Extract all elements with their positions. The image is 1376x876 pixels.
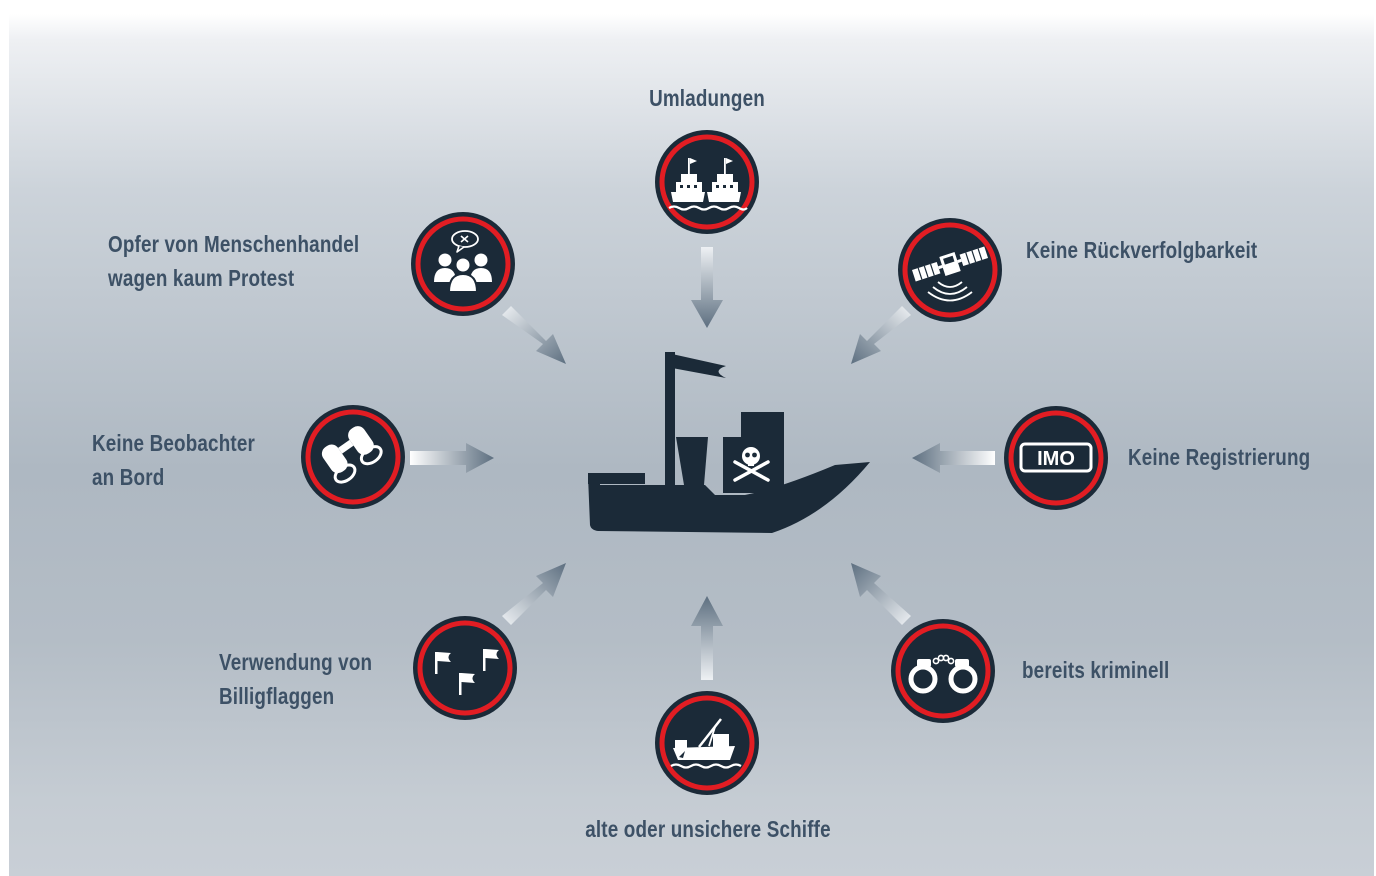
imo-icon: IMO xyxy=(1008,410,1104,506)
factor-label-bottom-right: bereits kriminell xyxy=(1022,657,1170,683)
arrow-right xyxy=(912,443,995,473)
factor-label-left-line1: Keine Beobachter xyxy=(92,430,255,456)
factor-label-left-line2: an Bord xyxy=(92,464,165,490)
protest-people-icon xyxy=(415,216,511,312)
factor-label-left: Keine Beobachter an Bord xyxy=(92,426,255,494)
factor-label-top-left: Opfer von Menschenhandel wagen kaum Prot… xyxy=(108,227,359,295)
arrow-top-left xyxy=(502,306,566,364)
factor-badge-top-left xyxy=(411,212,515,316)
old-ship-icon xyxy=(659,695,755,791)
factor-label-bottom-left-line1: Verwendung von xyxy=(219,649,373,675)
flags-icon xyxy=(417,620,513,716)
factor-label-top-left-line1: Opfer von Menschenhandel xyxy=(108,231,360,257)
factor-label-top-left-line2: wagen kaum Protest xyxy=(108,265,295,291)
factor-label-right: Keine Registrierung xyxy=(1128,444,1311,470)
arrow-left xyxy=(410,443,494,473)
two-ships-icon xyxy=(659,134,755,230)
factor-badge-top-right xyxy=(898,218,1002,322)
satellite-icon xyxy=(902,222,998,318)
arrow-top xyxy=(691,247,723,328)
arrow-bottom xyxy=(691,596,723,680)
handcuffs-icon xyxy=(895,623,991,719)
factor-badge-bottom-left xyxy=(413,616,517,720)
factor-badge-bottom-right xyxy=(891,619,995,723)
factor-badge-left xyxy=(301,405,405,509)
arrow-top-right xyxy=(851,306,911,364)
factor-badge-bottom xyxy=(655,691,759,795)
factor-label-bottom-left: Verwendung von Billigflaggen xyxy=(219,645,372,713)
factor-label-bottom: alte oder unsichere Schiffe xyxy=(585,816,831,842)
factor-label-top: Umladungen xyxy=(649,85,765,111)
imo-icon-text: IMO xyxy=(1037,448,1075,470)
arrow-bottom-left xyxy=(502,563,566,625)
binoculars-icon xyxy=(305,409,401,505)
factor-label-bottom-left-line2: Billigflaggen xyxy=(219,683,335,709)
factor-badge-right: IMO xyxy=(1004,406,1108,510)
factor-badge-top xyxy=(655,130,759,234)
factor-label-top-right: Keine Rückverfolgbarkeit xyxy=(1026,237,1258,263)
arrow-bottom-right xyxy=(851,563,911,625)
